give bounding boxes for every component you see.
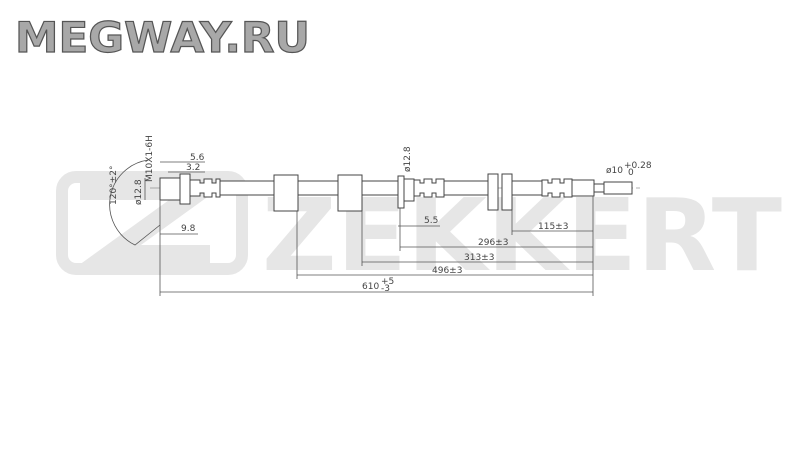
left-hex xyxy=(179,173,191,205)
left-crimp xyxy=(189,178,221,198)
mid-crimp xyxy=(413,178,445,198)
hose-segment xyxy=(443,180,489,196)
right-crimp xyxy=(541,178,573,198)
clip-3b xyxy=(501,173,513,211)
dim-9-8: 9.8 xyxy=(181,224,196,234)
left-nut xyxy=(159,177,181,201)
logo-frame xyxy=(56,171,248,275)
dim-5-6: 5.6 xyxy=(190,153,205,163)
mid-diameter-label: ø12.8 xyxy=(403,146,413,172)
mid-collar xyxy=(403,178,415,202)
clip-3a xyxy=(487,173,499,211)
dim-313: 313±3 xyxy=(464,253,494,263)
thread-label: M10X1-6H xyxy=(145,135,155,182)
right-tube xyxy=(593,183,605,193)
hose-segment xyxy=(297,180,339,196)
dim-3-2: 3.2 xyxy=(186,163,200,173)
mid-bracket-plate xyxy=(397,175,405,209)
dim-496: 496±3 xyxy=(432,266,462,276)
clip-2 xyxy=(337,174,363,212)
end-diameter-tol-upper: +0.28 xyxy=(624,161,652,171)
angle-arc xyxy=(109,159,161,246)
clip-1 xyxy=(273,174,299,212)
end-diameter-label: ø10 xyxy=(606,166,623,176)
hose-segment xyxy=(361,180,399,196)
angle-label: 120°±2° xyxy=(109,166,119,205)
dim-610-tol-upper: +5 xyxy=(381,277,394,287)
left-diameter-label: ø12.8 xyxy=(134,179,144,205)
dim-610: 610 xyxy=(362,282,379,292)
end-diameter-tol-lower: 0 xyxy=(628,168,634,178)
right-fitting xyxy=(603,181,633,195)
dim-610-tol-lower: -3 xyxy=(381,284,390,294)
dim-5-5: 5.5 xyxy=(424,216,438,226)
dim-115: 115±3 xyxy=(538,222,568,232)
hose-segment xyxy=(219,180,275,196)
hose-segment xyxy=(511,180,543,196)
dim-296: 296±3 xyxy=(478,238,508,248)
site-logo: MEGWAY.RU xyxy=(15,13,310,62)
brake-hose xyxy=(159,173,633,212)
right-ferrule xyxy=(571,179,595,197)
